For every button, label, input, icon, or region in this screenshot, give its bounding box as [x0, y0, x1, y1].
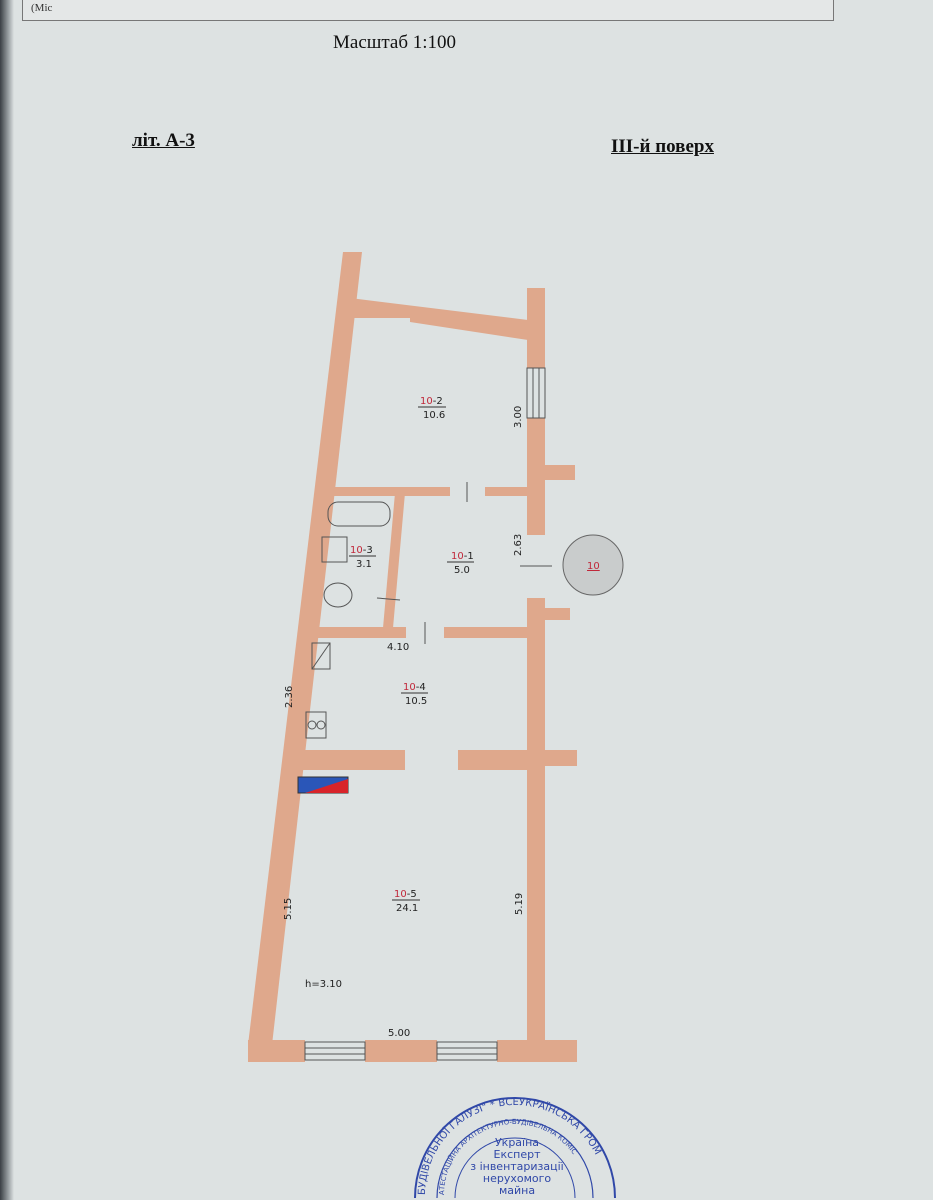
room-10-1: 10-1 — [451, 551, 474, 562]
page-edge-shadow — [0, 0, 14, 1200]
stamp-ring-inner — [454, 1137, 576, 1199]
building-letter: літ. А-3 — [132, 130, 195, 151]
ceiling-height-label: h=3.10 — [305, 979, 342, 990]
room-10-5: 10-5 — [394, 889, 417, 900]
stamp-line: Експерт — [494, 1148, 542, 1161]
window-right — [526, 367, 546, 419]
room-apartment-number: 10 — [403, 682, 416, 693]
room-area: 5.0 — [454, 565, 470, 576]
room-area: 24.1 — [396, 903, 418, 914]
wall-left — [248, 252, 362, 1045]
room-apartment-number: 10 — [420, 396, 433, 407]
dimension-label: 5.00 — [388, 1028, 410, 1039]
cabinet-icon — [311, 642, 331, 670]
wall-top — [350, 298, 528, 340]
dimension-label: 5.19 — [514, 893, 525, 915]
wall-bottom-3 — [497, 1040, 577, 1062]
room-number: -1 — [464, 551, 474, 562]
floor-label: ІІІ-й поверх — [611, 136, 714, 157]
room-number: -2 — [433, 396, 443, 407]
wall-bathroom — [383, 493, 405, 628]
room-apartment-number: 10 — [394, 889, 407, 900]
room-area: 3.1 — [356, 559, 372, 570]
wall-interior-1 — [330, 487, 450, 496]
wall-stub-3 — [545, 750, 577, 766]
apartment-marker-circle — [562, 534, 624, 596]
stove-icon — [305, 711, 327, 739]
stamp-ring-middle — [436, 1119, 594, 1199]
scale-label: Масштаб 1:100 — [333, 32, 457, 53]
stamp-line: нерухомого — [483, 1172, 551, 1185]
wall-interior-6 — [458, 750, 527, 770]
room-number: -3 — [363, 545, 373, 556]
stamp-center-text: Україна Експерт з інвентаризації нерухом… — [470, 1136, 564, 1197]
header-cut-text: (Міс — [31, 2, 53, 14]
wall-bottom-2 — [365, 1040, 437, 1062]
room-apartment-number: 10 — [350, 545, 363, 556]
wall-bottom-1 — [248, 1040, 305, 1062]
room-area: 10.5 — [405, 696, 427, 707]
door-mark — [376, 597, 401, 601]
room-area: 10.6 — [423, 410, 445, 421]
dimension-label: 2.63 — [513, 534, 524, 556]
window-bottom-left — [304, 1041, 366, 1061]
toilet-icon — [323, 582, 353, 608]
walls — [248, 252, 577, 1062]
apartment-marker: 10 — [587, 561, 600, 572]
sink-icon — [321, 536, 348, 563]
room-labels: 10-2 10.6 10-3 3.1 10-1 5.0 10-4 10.5 10… — [349, 396, 474, 914]
dimensions: 3.00 2.63 4.10 2.36 5.15 5.19 5.00 h=3.1… — [283, 406, 525, 1039]
stamp-line: з інвентаризації — [470, 1160, 564, 1173]
room-10-3: 10-3 — [350, 545, 373, 556]
bathtub-icon — [327, 501, 391, 527]
heater-icon — [297, 776, 349, 794]
wall-right-3 — [527, 598, 545, 1043]
dimension-label: 5.15 — [283, 898, 294, 920]
wall-interior-2 — [485, 487, 527, 496]
wall-right-1 — [527, 288, 545, 368]
wall-interior-5 — [297, 750, 405, 770]
stamp: БУДІВЕЛЬНОЇ ГАЛУЗІ" * ВСЕУКРАЇНСЬКА ГРОМ… — [414, 1097, 616, 1199]
window-bottom-right — [436, 1041, 498, 1061]
wall-interior-4 — [444, 627, 527, 638]
wall-right-2 — [527, 418, 545, 535]
header-table: (Міс — [22, 0, 834, 21]
dimension-label: 4.10 — [387, 642, 409, 653]
room-apartment-number: 10 — [451, 551, 464, 562]
room-10-4: 10-4 — [403, 682, 426, 693]
wall-interior-3 — [310, 627, 406, 638]
stamp-line: Україна — [495, 1136, 539, 1149]
stamp-ring-outer — [414, 1097, 616, 1199]
stamp-line: майна — [499, 1184, 535, 1197]
room-number: -4 — [416, 682, 426, 693]
windows-doors — [304, 367, 552, 1061]
wall-stub-2 — [545, 608, 570, 620]
dimension-label: 3.00 — [513, 406, 524, 428]
room-10-2: 10-2 — [420, 396, 443, 407]
room-number: -5 — [407, 889, 417, 900]
wall-stub-1 — [545, 465, 575, 480]
dimension-label: 2.36 — [284, 686, 295, 708]
